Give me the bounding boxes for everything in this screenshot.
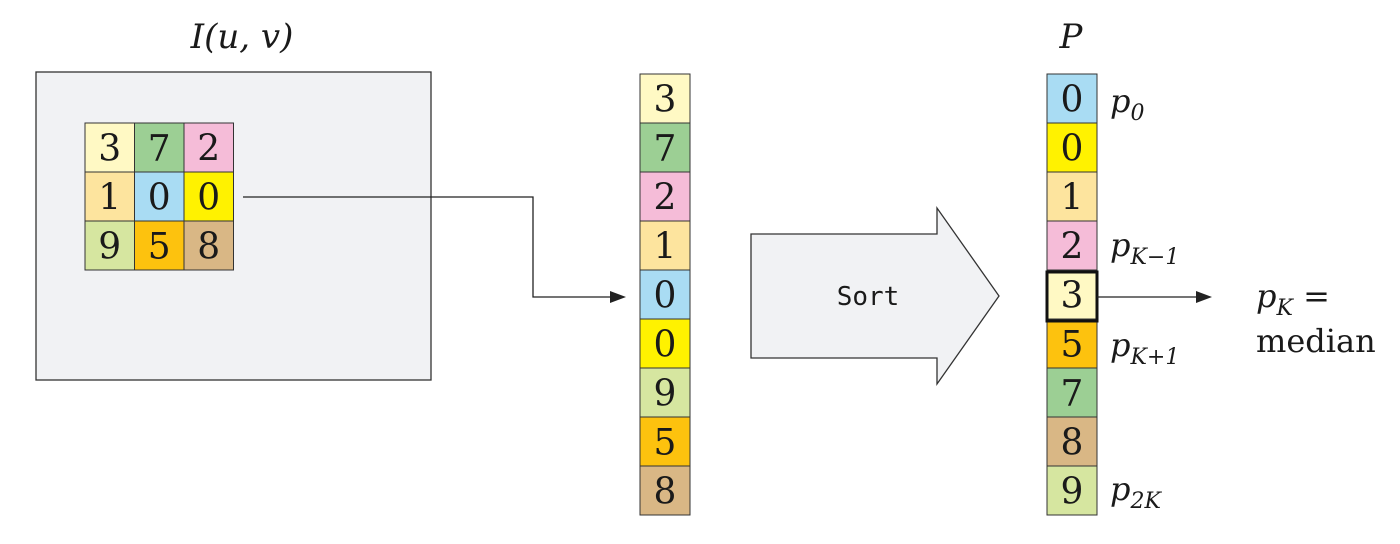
- sorted-cell: 5: [1046, 318, 1098, 369]
- label-pk-plus-1: pK+1: [1110, 326, 1179, 370]
- vector-cell-box: [639, 269, 691, 320]
- neighborhood-cell: 3: [84, 122, 135, 173]
- vector-cell: 8: [639, 465, 691, 516]
- sorted-cell-value: 5: [1061, 325, 1084, 366]
- sorted-vector: 0 0 1 2 3 5 7 8 9: [1046, 73, 1098, 516]
- sorted-cell: 2: [1046, 220, 1098, 271]
- sorted-cell: 9: [1046, 465, 1098, 516]
- sorted-cell-box: [1046, 73, 1098, 124]
- sorted-cell-value: 1: [1061, 178, 1084, 219]
- sorted-cell-box: [1046, 367, 1098, 418]
- vector-cell: 9: [639, 367, 691, 418]
- sorted-cell-box: [1046, 416, 1098, 467]
- vector-cell-value: 0: [654, 276, 677, 317]
- vector-cell-box: [639, 73, 691, 124]
- neighborhood-cell-value: 0: [148, 178, 171, 219]
- sorted-cell-value: 9: [1061, 472, 1084, 513]
- label-pk-equals: pK =: [1256, 277, 1330, 321]
- vector-cell: 2: [639, 171, 691, 222]
- neighborhood-cell: 1: [84, 171, 135, 222]
- image-title: I(u, v): [190, 17, 294, 57]
- sorted-cell: 1: [1046, 171, 1098, 222]
- sorted-cell: 7: [1046, 367, 1098, 418]
- neighborhood-cell-box: [134, 171, 185, 222]
- sorted-cell-box: [1046, 122, 1098, 173]
- unsorted-vector: 3 7 2 1 0 0 9 5 8: [639, 73, 691, 516]
- neighborhood-cell-value: 2: [197, 129, 220, 170]
- median-arrowhead: [1196, 291, 1212, 303]
- neighborhood-cell: 0: [134, 171, 185, 222]
- vector-cell: 5: [639, 416, 691, 467]
- vector-cell: 3: [639, 73, 691, 124]
- sort-arrow: [750, 205, 1000, 387]
- sorted-cell: 8: [1046, 416, 1098, 467]
- label-p0: p0: [1110, 82, 1144, 126]
- sorted-cell-value: 0: [1061, 80, 1084, 121]
- vector-cell-value: 2: [654, 178, 677, 219]
- neighborhood-cell: 5: [134, 220, 185, 271]
- neighborhood-cell-value: 9: [98, 227, 121, 268]
- vector-cell: 0: [639, 318, 691, 369]
- vector-cell-box: [639, 465, 691, 516]
- neighborhood-cell: 7: [134, 122, 185, 173]
- sorted-cell-box: [1046, 269, 1098, 320]
- neighborhood-cell-box: [84, 122, 135, 173]
- label-pk-minus-1: pK−1: [1110, 226, 1179, 270]
- vector-cell-box: [639, 220, 691, 271]
- connector-line: [243, 196, 612, 298]
- neighborhood-cell-value: 3: [98, 129, 121, 170]
- neighborhood-cell-value: 5: [148, 227, 171, 268]
- neighborhood-cell-box: [134, 122, 185, 173]
- neighborhood-cell: 2: [183, 122, 234, 173]
- neighborhood-cell-box: [84, 220, 135, 271]
- neighborhood-cell-value: 8: [197, 227, 220, 268]
- vector-cell-value: 9: [654, 374, 677, 415]
- connector-arrowhead: [610, 291, 626, 303]
- neighborhood-cell-value: 1: [98, 178, 121, 219]
- vector-cell: 1: [639, 220, 691, 271]
- vector-cell-box: [639, 171, 691, 222]
- sorted-cell-value: 7: [1061, 374, 1084, 415]
- vector-cell-value: 8: [654, 472, 677, 513]
- vector-cell: 0: [639, 269, 691, 320]
- sorted-cell-box: [1046, 171, 1098, 222]
- sorted-cell-value: 3: [1061, 276, 1084, 317]
- label-p2k: p2K: [1110, 470, 1162, 514]
- vector-cell-value: 5: [654, 423, 677, 464]
- sort-label: Sort: [837, 282, 900, 312]
- sorted-cell: 0: [1046, 73, 1098, 124]
- sorted-cell-value: 2: [1061, 227, 1084, 268]
- sorted-cell-box: [1046, 465, 1098, 516]
- neighborhood-cell-value: 7: [148, 129, 171, 170]
- vector-cell: 7: [639, 122, 691, 173]
- vector-cell-value: 3: [654, 80, 677, 121]
- sorted-cell: 0: [1046, 122, 1098, 173]
- sorted-title: P: [1059, 17, 1084, 57]
- vector-cell-box: [639, 122, 691, 173]
- vector-cell-value: 0: [654, 325, 677, 366]
- sorted-cell-value: 8: [1061, 423, 1084, 464]
- neighborhood-cell-box: [183, 220, 234, 271]
- vector-cell-value: 7: [654, 129, 677, 170]
- neighborhood-cell: 9: [84, 220, 135, 271]
- neighborhood-cell: 8: [183, 220, 234, 271]
- median-label: median: [1256, 322, 1376, 360]
- sorted-cell-value: 0: [1061, 129, 1084, 170]
- vector-cell-value: 1: [654, 227, 677, 268]
- neighborhood-cell-value: 0: [197, 178, 220, 219]
- neighborhood-cell: 0: [183, 171, 234, 222]
- sorted-cell: 3: [1046, 269, 1098, 320]
- vector-cell-box: [639, 416, 691, 467]
- neighborhood-cell-box: [183, 122, 234, 173]
- neighborhood-cell-box: [134, 220, 185, 271]
